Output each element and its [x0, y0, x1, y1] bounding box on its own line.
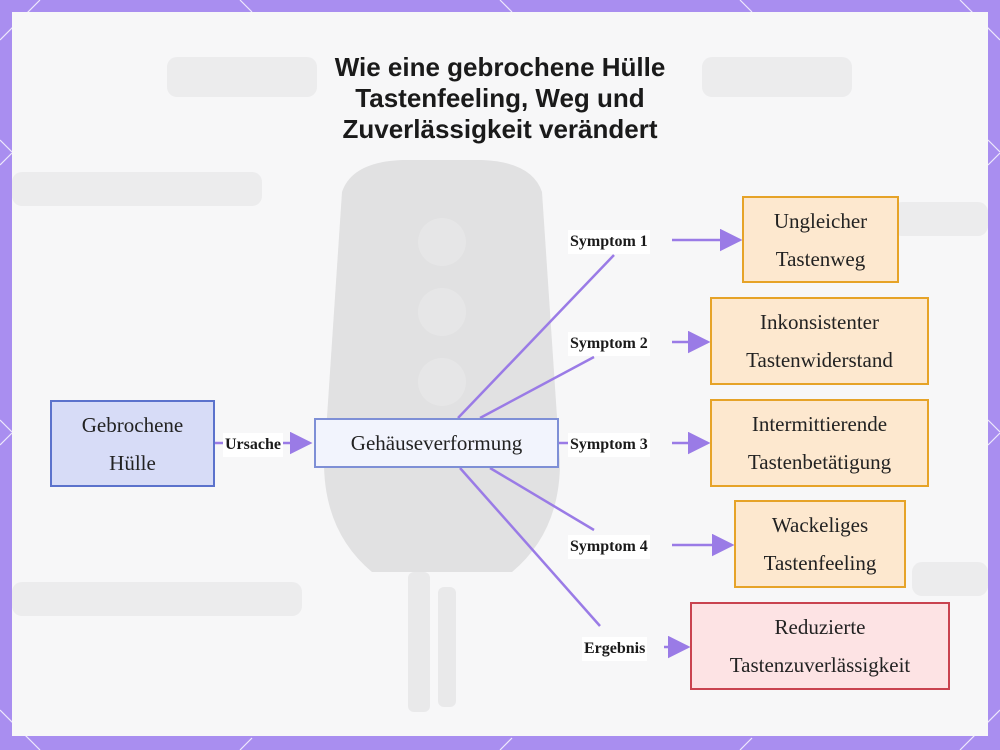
branch-result — [459, 467, 601, 627]
symptom-label-3: Symptom 3 — [568, 433, 650, 457]
center-box: Gehäuseverformung — [314, 418, 559, 468]
diagram-canvas: Wie eine gebrochene Hülle Tastenfeeling,… — [12, 12, 988, 736]
branch-symptom-1 — [457, 254, 615, 419]
symptom-label-2: Symptom 2 — [568, 332, 650, 356]
symptom-1-line-2: Tastenweg — [775, 246, 866, 271]
title-line-2: Tastenfeeling, Weg und — [355, 83, 645, 113]
title-line-1: Wie eine gebrochene Hülle — [334, 52, 666, 82]
title-line-3: Zuverlässigkeit verändert — [342, 114, 658, 144]
symptom-2-line-1: Inkonsistenter — [760, 310, 879, 334]
diagram-title: Wie eine gebrochene Hülle Tastenfeeling,… — [212, 52, 788, 145]
cause-box: Gebrochene Hülle — [50, 400, 215, 487]
result-box: Reduzierte Tastenzuverlässigkeit — [690, 602, 950, 690]
symptom-1-line-1: Ungleicher — [773, 208, 868, 233]
symptom-3-line-1: Intermittierende — [751, 412, 888, 436]
symptom-box-1: Ungleicher Tastenweg — [742, 196, 899, 283]
symptom-4-line-1: Wackeliges — [771, 513, 869, 537]
center-box-label: Gehäuseverformung — [350, 431, 523, 455]
symptom-label-1: Symptom 1 — [568, 230, 650, 254]
symptom-box-3: Intermittierende Tastenbetätigung — [710, 399, 929, 487]
symptom-3-line-2: Tastenbetätigung — [747, 450, 892, 474]
symptom-box-2: Inkonsistenter Tastenwiderstand — [710, 297, 929, 385]
result-label: Ergebnis — [582, 637, 648, 661]
cause-box-line-1: Gebrochene — [81, 412, 184, 437]
symptom-label-4: Symptom 4 — [568, 535, 650, 559]
branch-symptom-4 — [489, 466, 595, 532]
cause-label: Ursache — [223, 433, 283, 457]
symptom-2-line-2: Tastenwiderstand — [746, 348, 893, 372]
symptom-4-line-2: Tastenfeeling — [763, 551, 877, 575]
cause-box-line-2: Hülle — [109, 450, 156, 475]
background-key-fob-image — [12, 57, 988, 712]
result-line-1: Reduzierte — [774, 615, 866, 639]
branch-symptom-2 — [479, 355, 595, 420]
result-line-2: Tastenzuverlässigkeit — [729, 653, 911, 677]
symptom-box-4: Wackeliges Tastenfeeling — [734, 500, 906, 588]
